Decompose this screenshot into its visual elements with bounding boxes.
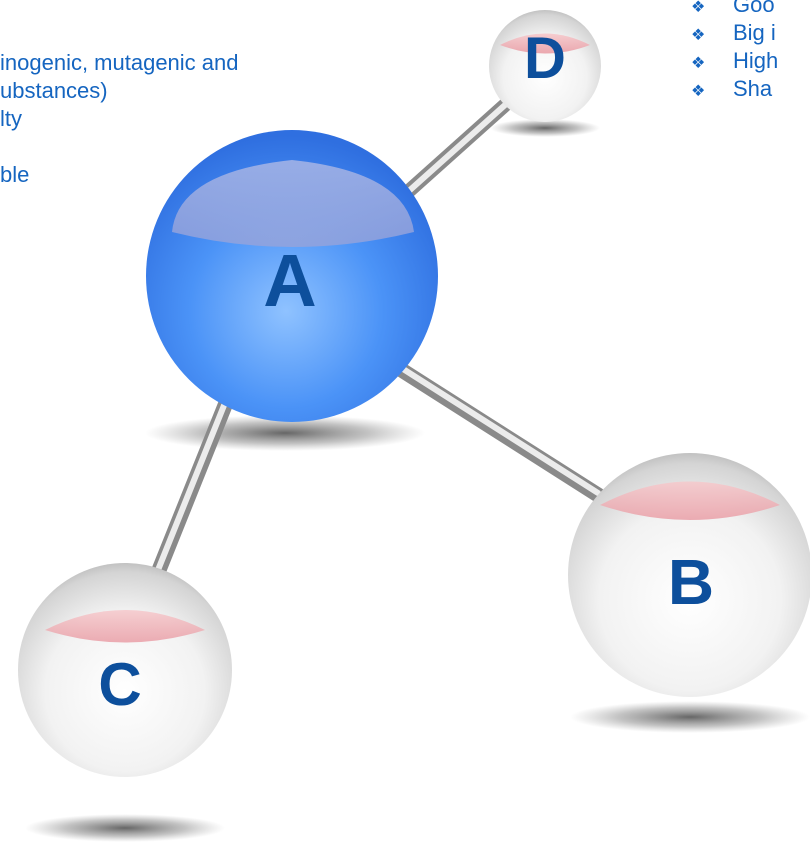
atom-c-label: C <box>98 651 141 718</box>
atom-b-shadow <box>570 701 810 733</box>
list-item: ❖ Sha <box>691 75 778 103</box>
list-item-label: Sha <box>733 76 773 101</box>
list-item-label: Goo <box>733 0 775 17</box>
left-text-line: ubstances) <box>0 78 108 103</box>
diamond-cluster-icon: ❖ <box>691 0 706 16</box>
left-text-line: ble <box>0 162 30 187</box>
left-text-line <box>0 133 239 161</box>
atom-a-label: A <box>263 239 316 322</box>
list-item: ❖ Goo <box>691 0 778 19</box>
right-bullet-list: ❖ Goo ❖ Big i ❖ High ❖ Sha <box>691 0 778 103</box>
diamond-cluster-icon: ❖ <box>691 83 706 100</box>
atom-c: C <box>18 563 232 777</box>
list-item: ❖ Big i <box>691 19 778 47</box>
left-text-line: inogenic, mutagenic and <box>0 50 239 75</box>
atom-a: A <box>146 130 438 422</box>
atom-c-shadow <box>25 814 225 842</box>
bond-a-b-highlight <box>375 350 601 496</box>
atom-b-label: B <box>668 546 714 618</box>
diamond-cluster-icon: ❖ <box>691 55 706 72</box>
list-item-label: High <box>733 48 779 73</box>
left-text-line: lty <box>0 106 22 131</box>
atom-d: D <box>489 10 601 122</box>
bond-a-d-highlight <box>407 102 508 193</box>
atom-d-label: D <box>524 26 566 91</box>
list-item: ❖ High <box>691 47 778 75</box>
atom-b: B <box>568 453 810 697</box>
diamond-cluster-icon: ❖ <box>691 27 706 44</box>
atom-d-shadow <box>490 119 600 137</box>
left-text-block: inogenic, mutagenic and ubstances) lty b… <box>0 49 239 189</box>
list-item-label: Big i <box>733 20 776 45</box>
